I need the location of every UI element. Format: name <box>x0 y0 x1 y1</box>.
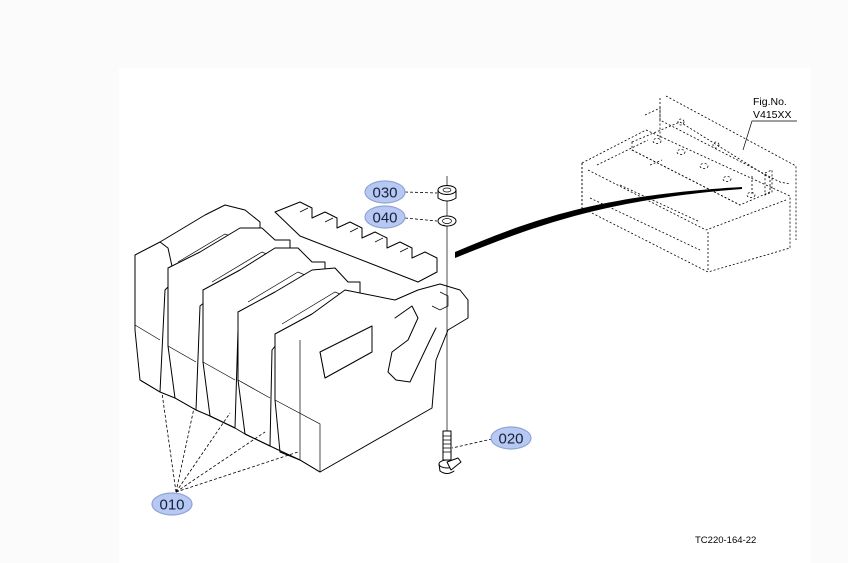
callout-040-label: 040 <box>372 210 397 227</box>
callout-leaders-010 <box>161 392 299 493</box>
callout-020-label: 020 <box>498 431 523 448</box>
callout-leader-040 <box>404 217 438 222</box>
front-weight-stack-illustration <box>134 201 469 473</box>
fig-no-label: Fig.No. <box>753 96 787 108</box>
weight-bracket-illustration <box>581 95 797 273</box>
fig-number: V415XX <box>753 109 792 121</box>
callout-040[interactable]: 040 <box>364 205 406 229</box>
nut-illustration <box>437 185 457 202</box>
parts-diagram-canvas: 030 040 020 010 Fig.No. V415XX TC220-164… <box>119 68 811 563</box>
connection-leader-line <box>455 187 742 258</box>
bolt-illustration <box>438 430 462 474</box>
drawing-code: TC220-164-22 <box>695 535 756 546</box>
exploded-view-drawing: 030 040 020 010 Fig.No. V415XX TC220-164… <box>134 95 797 546</box>
callout-030[interactable]: 030 <box>364 180 406 204</box>
callout-010-label: 010 <box>159 497 184 514</box>
spring-washer-illustration <box>437 215 457 227</box>
callout-010[interactable]: 010 <box>151 492 193 516</box>
callout-020[interactable]: 020 <box>490 426 532 450</box>
callout-leader-030 <box>404 191 438 194</box>
callout-030-label: 030 <box>372 185 397 202</box>
callout-leader-020 <box>451 438 493 449</box>
